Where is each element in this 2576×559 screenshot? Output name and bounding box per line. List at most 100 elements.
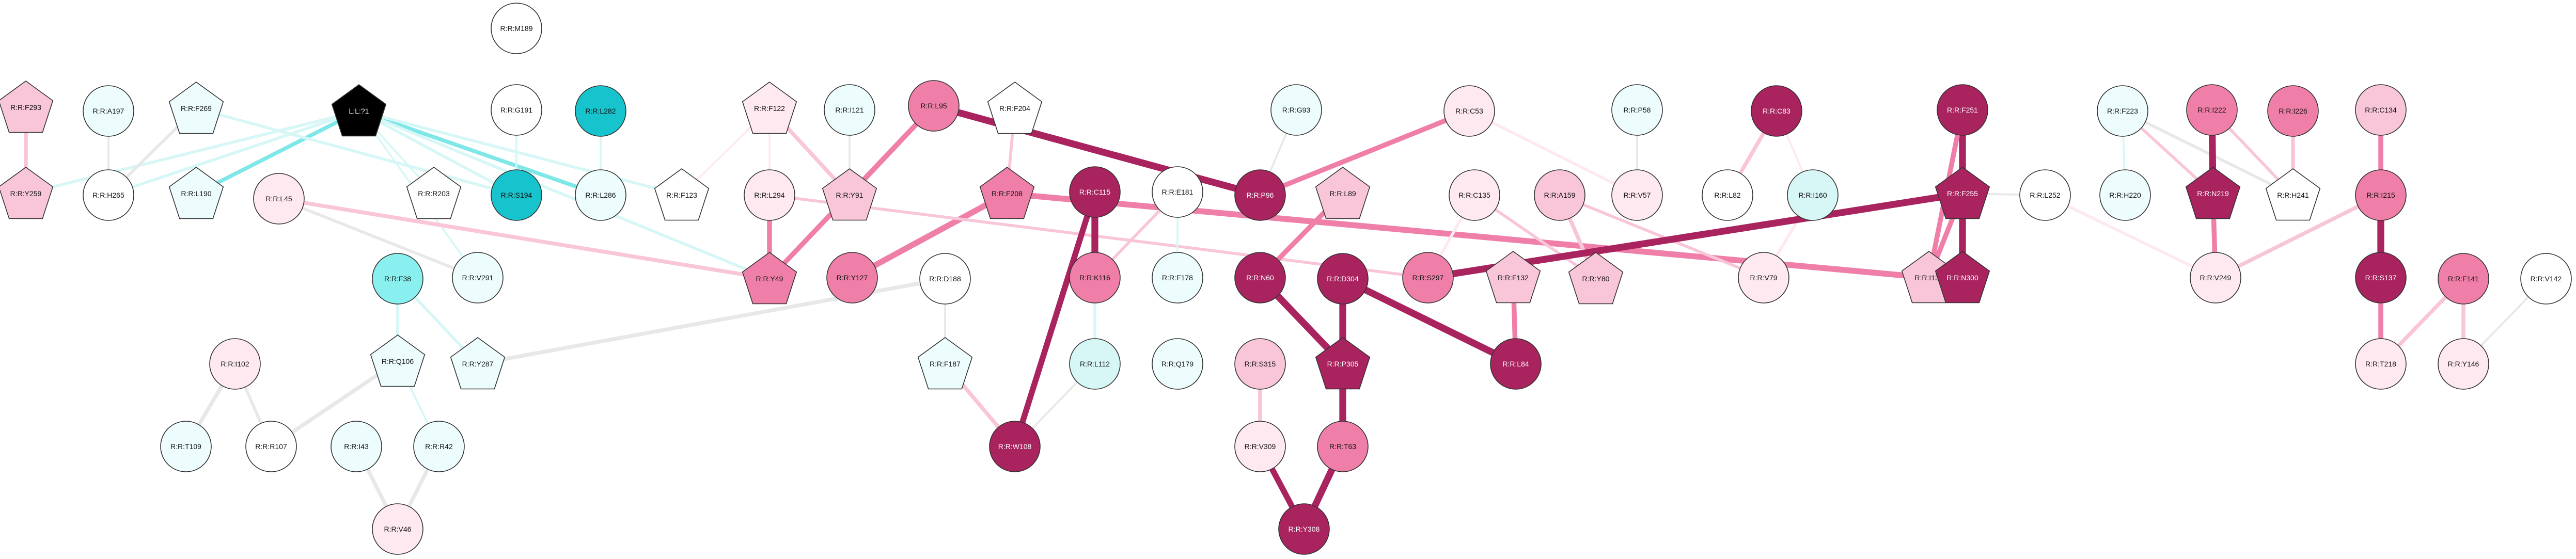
- node-r107[interactable]: R:R:R107: [245, 421, 297, 472]
- node-label: R:R:L252: [2030, 191, 2060, 199]
- node-r42[interactable]: R:R:R42: [413, 421, 465, 472]
- node-d188[interactable]: R:R:D188: [919, 253, 971, 305]
- node-v46[interactable]: R:R:V46: [372, 503, 423, 555]
- node-l252[interactable]: R:R:L252: [2019, 169, 2071, 221]
- node-t63[interactable]: R:R:T63: [1317, 421, 1369, 472]
- node-d304[interactable]: R:R:D304: [1317, 253, 1369, 305]
- node-label: R:R:Y80: [1582, 275, 1610, 283]
- node-q179[interactable]: R:R:Q179: [1152, 338, 1203, 390]
- node-label: R:R:F122: [754, 104, 785, 113]
- node-circle: [908, 80, 960, 132]
- node-i160[interactable]: R:R:I160: [1787, 169, 1839, 221]
- node-i226[interactable]: R:R:I226: [2267, 85, 2319, 137]
- node-s315[interactable]: R:R:S315: [1234, 338, 1286, 390]
- node-y91[interactable]: R:R:Y91: [822, 168, 877, 221]
- node-v309[interactable]: R:R:V309: [1234, 421, 1286, 472]
- node-circle: [1069, 166, 1121, 218]
- node-pentagon: [742, 82, 797, 134]
- node-r203[interactable]: R:R:R203: [406, 167, 462, 219]
- node-f178[interactable]: R:R:F178: [1152, 252, 1203, 304]
- node-g191[interactable]: R:R:G191: [491, 84, 542, 136]
- node-g93[interactable]: R:R:G93: [1270, 84, 1322, 136]
- node-l190[interactable]: R:R:L190: [168, 167, 224, 219]
- node-t218[interactable]: R:R:T218: [2355, 338, 2407, 390]
- node-i43[interactable]: R:R:I43: [331, 421, 382, 472]
- node-label: R:R:I215: [2366, 191, 2395, 199]
- node-v249[interactable]: R:R:V249: [2190, 252, 2241, 304]
- edge-l71-l286: [357, 109, 603, 197]
- node-label: R:R:H265: [92, 191, 124, 199]
- edge-c115-w108: [1012, 189, 1098, 450]
- node-h241[interactable]: R:R:H241: [2265, 168, 2321, 221]
- node-f255[interactable]: R:R:F255: [1935, 167, 1990, 219]
- node-s297[interactable]: R:R:S297: [1402, 252, 1454, 304]
- node-i102[interactable]: R:R:I102: [209, 338, 261, 390]
- node-l95[interactable]: R:R:L95: [908, 80, 960, 132]
- node-i215[interactable]: R:R:I215: [2355, 169, 2407, 221]
- node-label: R:R:L84: [1502, 360, 1529, 368]
- node-y80[interactable]: R:R:Y80: [1568, 252, 1624, 305]
- node-q106[interactable]: R:R:Q106: [370, 334, 426, 387]
- node-l84[interactable]: R:R:L84: [1490, 338, 1542, 390]
- node-w108[interactable]: R:R:W108: [989, 421, 1041, 472]
- node-c83[interactable]: R:R:C83: [1751, 85, 1802, 137]
- node-l45[interactable]: R:R:L45: [253, 173, 305, 225]
- node-a197[interactable]: R:R:A197: [83, 85, 134, 137]
- node-l294[interactable]: R:R:L294: [744, 169, 795, 221]
- node-l282[interactable]: R:R:L282: [575, 85, 626, 137]
- node-y287[interactable]: R:R:Y287: [450, 337, 506, 390]
- node-p305[interactable]: R:R:P305: [1315, 337, 1371, 390]
- node-f251[interactable]: R:R:F251: [1937, 84, 1988, 136]
- node-a159[interactable]: R:R:A159: [1534, 169, 1585, 221]
- node-y49[interactable]: R:R:Y49: [742, 252, 797, 305]
- node-c135[interactable]: R:R:C135: [1449, 169, 1500, 221]
- node-l89[interactable]: R:R:L89: [1315, 167, 1371, 219]
- node-v142[interactable]: R:R:V142: [2520, 253, 2572, 305]
- node-n219[interactable]: R:R:N219: [2185, 167, 2241, 219]
- node-f122[interactable]: R:R:F122: [742, 82, 797, 134]
- node-label: R:R:S194: [501, 191, 532, 199]
- node-e181[interactable]: R:R:E181: [1152, 166, 1203, 218]
- node-circle: [413, 421, 465, 472]
- node-f141[interactable]: R:R:F141: [2438, 253, 2489, 305]
- node-f293[interactable]: R:R:F293: [0, 81, 54, 133]
- node-h265[interactable]: R:R:H265: [83, 169, 134, 221]
- node-l112[interactable]: R:R:L112: [1069, 338, 1121, 390]
- node-y259[interactable]: R:R:Y259: [0, 167, 54, 219]
- node-f208[interactable]: R:R:F208: [979, 167, 1035, 219]
- node-circle: [83, 85, 134, 137]
- node-i222[interactable]: R:R:I222: [2186, 84, 2238, 136]
- node-f204[interactable]: R:R:F204: [987, 82, 1043, 134]
- node-l71[interactable]: L:L:?1: [331, 84, 387, 137]
- node-c53[interactable]: R:R:C53: [1443, 85, 1495, 137]
- node-v57[interactable]: R:R:V57: [1611, 169, 1663, 221]
- node-f187[interactable]: R:R:F187: [917, 337, 973, 390]
- node-f223[interactable]: R:R:F223: [2097, 85, 2148, 137]
- node-y308[interactable]: R:R:Y308: [1278, 503, 1330, 555]
- node-pentagon: [1315, 167, 1371, 219]
- node-c134[interactable]: R:R:C134: [2355, 84, 2407, 136]
- node-m189[interactable]: R:R:M189: [491, 3, 542, 54]
- node-circle: [2520, 253, 2572, 305]
- node-s137[interactable]: R:R:S137: [2355, 252, 2407, 304]
- node-y146[interactable]: R:R:Y146: [2438, 338, 2489, 390]
- node-c115[interactable]: R:R:C115: [1069, 166, 1121, 218]
- node-s194[interactable]: R:R:S194: [491, 169, 542, 221]
- node-y127[interactable]: R:R:Y127: [826, 252, 878, 304]
- node-p96[interactable]: R:R:P96: [1234, 169, 1286, 221]
- node-f132[interactable]: R:R:F132: [1485, 251, 1541, 304]
- node-n300[interactable]: R:R:N300: [1935, 251, 1990, 304]
- node-i121[interactable]: R:R:I121: [824, 84, 875, 136]
- node-n60[interactable]: R:R:N60: [1234, 252, 1286, 304]
- node-f269[interactable]: R:R:F269: [168, 82, 224, 134]
- node-k116[interactable]: R:R:K116: [1069, 252, 1121, 304]
- node-t109[interactable]: R:R:T109: [160, 421, 212, 472]
- node-f123[interactable]: R:R:F123: [654, 168, 710, 221]
- node-v291[interactable]: R:R:V291: [452, 252, 504, 304]
- node-l82[interactable]: R:R:L82: [1702, 169, 1753, 221]
- node-p58[interactable]: R:R:P58: [1611, 84, 1663, 136]
- node-f38[interactable]: R:R:F38: [372, 253, 423, 305]
- node-h220[interactable]: R:R:H220: [2099, 169, 2151, 221]
- node-l286[interactable]: R:R:L286: [575, 169, 626, 221]
- node-v79[interactable]: R:R:V79: [1738, 252, 1789, 304]
